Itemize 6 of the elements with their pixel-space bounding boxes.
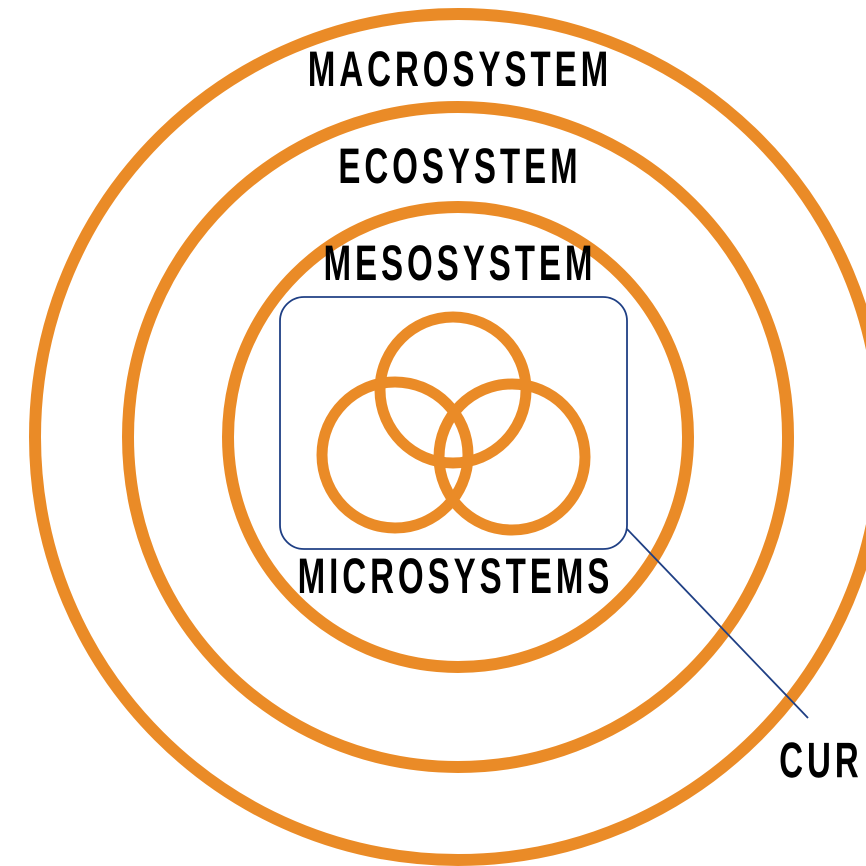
leader-line [626, 528, 809, 719]
node-label: MICROSYSTEMS [300, 558, 608, 594]
circle [434, 378, 590, 536]
rounded-box: MICROSYSTEMS [279, 296, 628, 594]
circle [316, 376, 474, 534]
circle [374, 312, 532, 468]
